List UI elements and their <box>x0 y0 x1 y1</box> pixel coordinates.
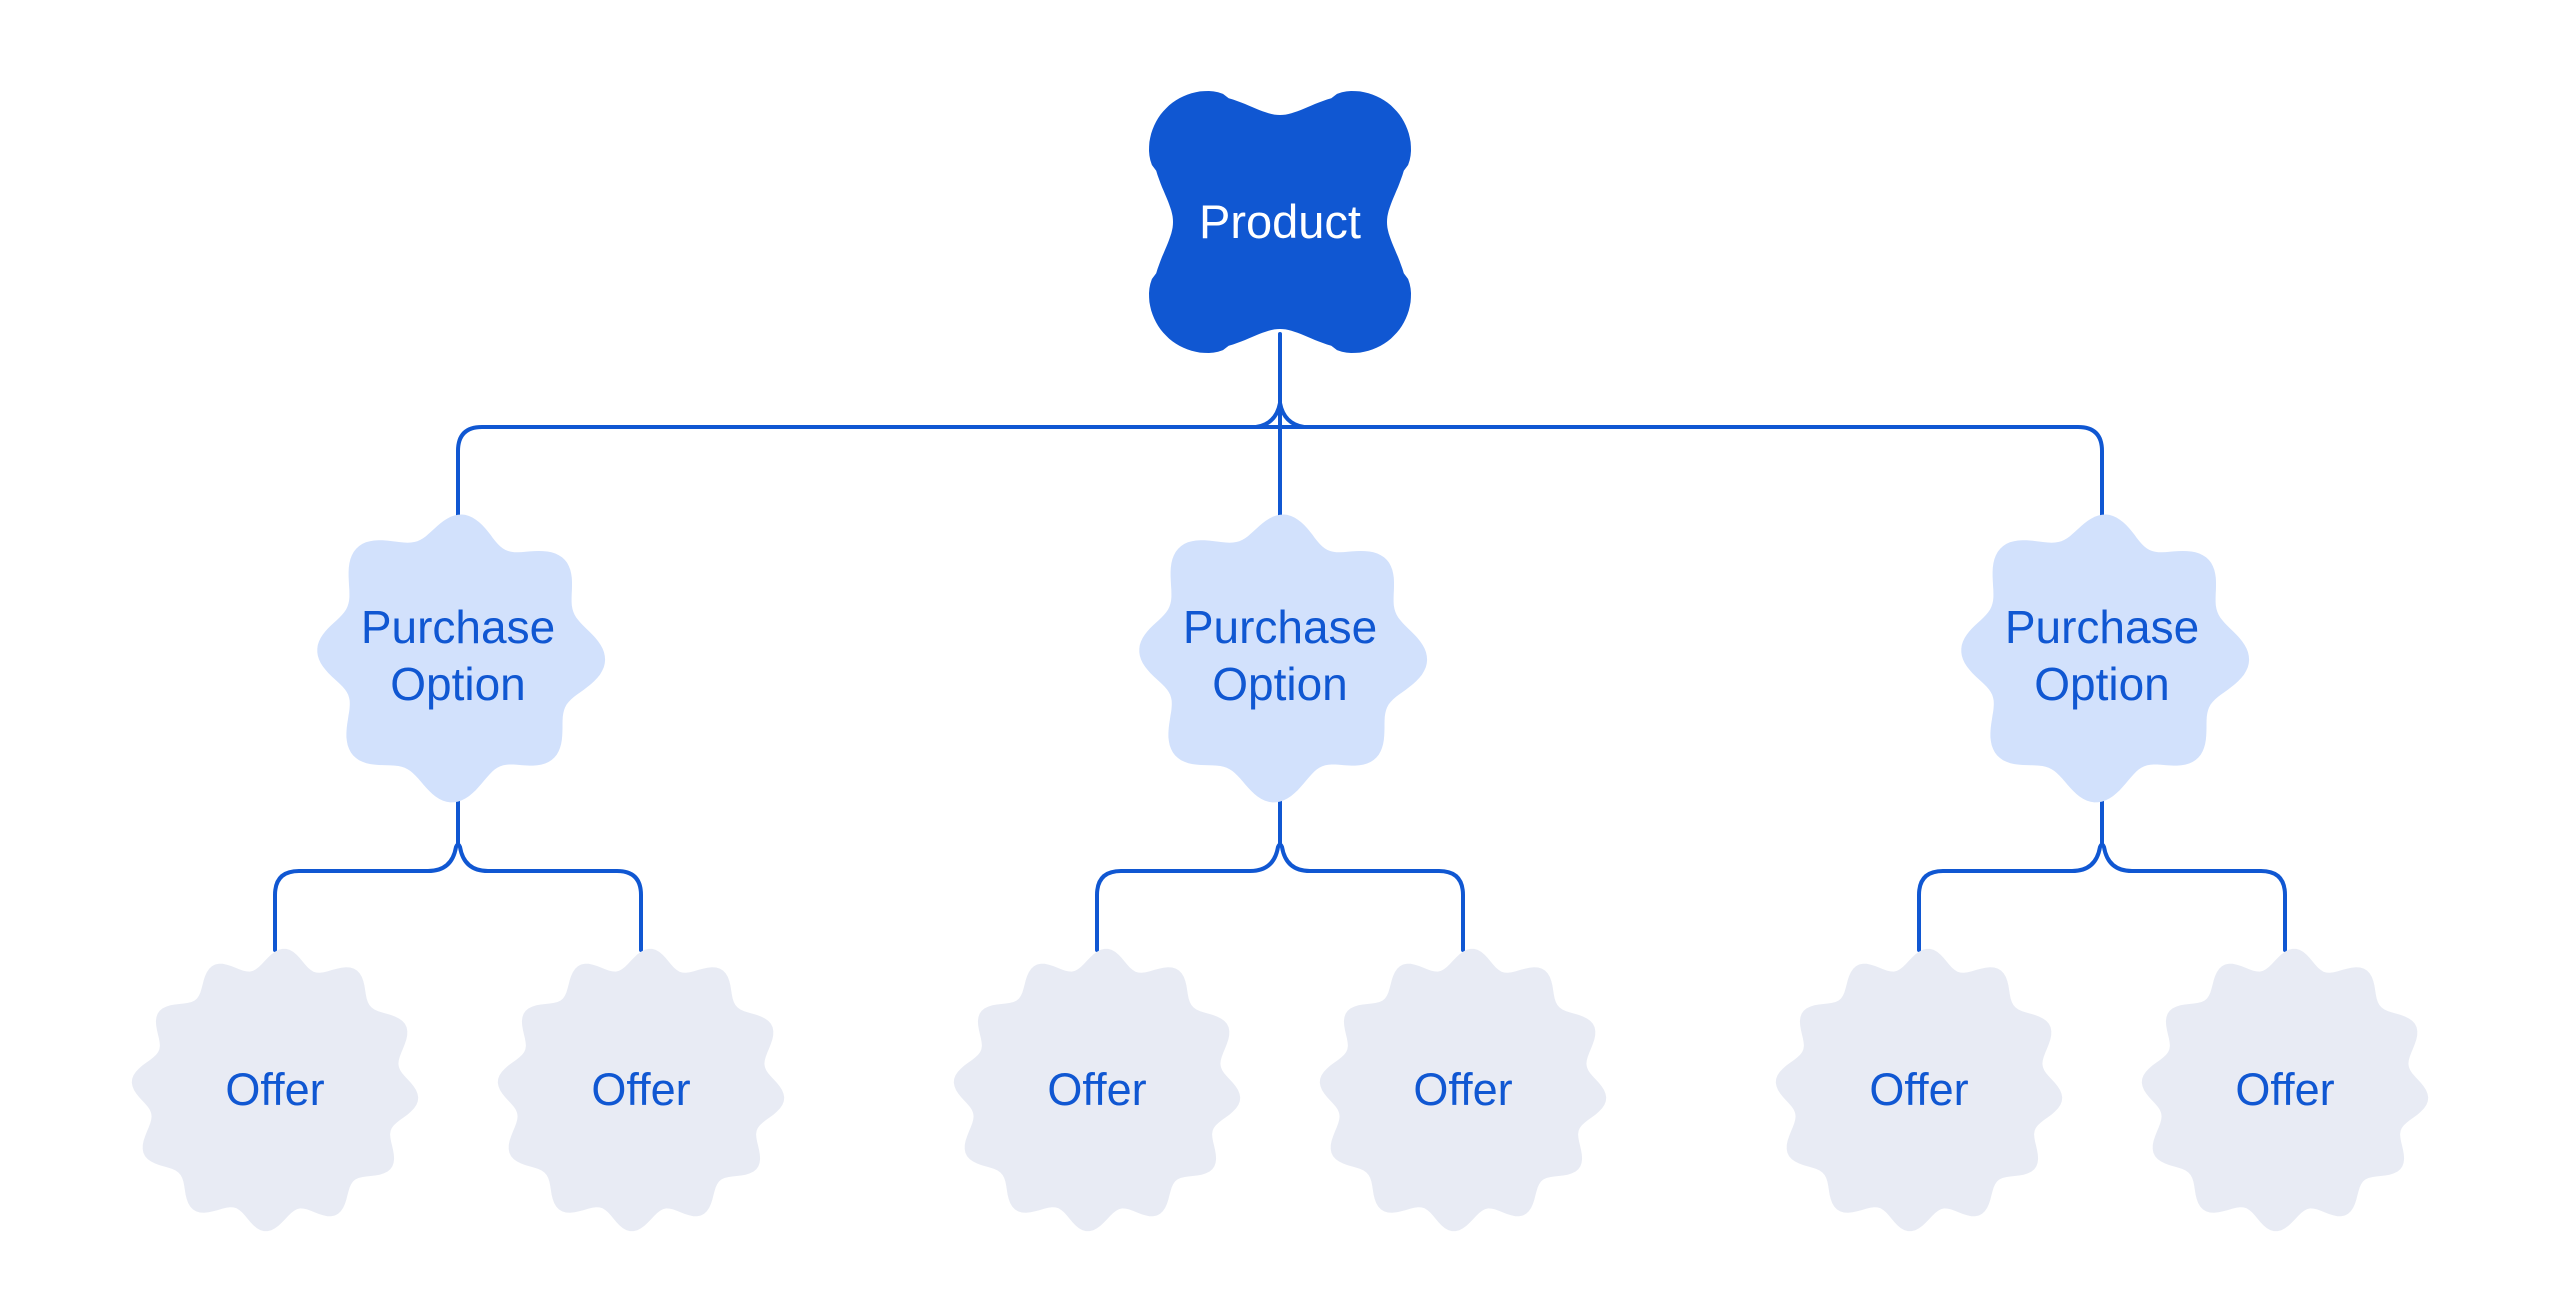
node-shape-purchase-option-1 <box>317 514 606 803</box>
node-shape-product <box>1149 91 1411 353</box>
node-shape-purchase-option-3 <box>1961 514 2250 803</box>
connector-junction-fillet-right <box>1278 401 1306 429</box>
node-shape-offer-2 <box>497 948 785 1232</box>
node-shape-offer-4 <box>1319 948 1607 1232</box>
node-shape-purchase-option-2 <box>1139 514 1428 803</box>
node-shape-offer-6 <box>2141 948 2429 1232</box>
node-shape-offer-3 <box>953 948 1241 1232</box>
connector-junction-fillet-left <box>1254 401 1282 429</box>
node-shape-offer-5 <box>1775 948 2063 1232</box>
connector-offer-bracket <box>273 842 643 952</box>
connector-lines <box>273 332 2287 952</box>
node-shapes <box>131 91 2429 1232</box>
connector-offer-bracket <box>1095 842 1465 952</box>
connector-offer-bracket <box>1917 842 2287 952</box>
node-shape-offer-1 <box>131 948 419 1232</box>
